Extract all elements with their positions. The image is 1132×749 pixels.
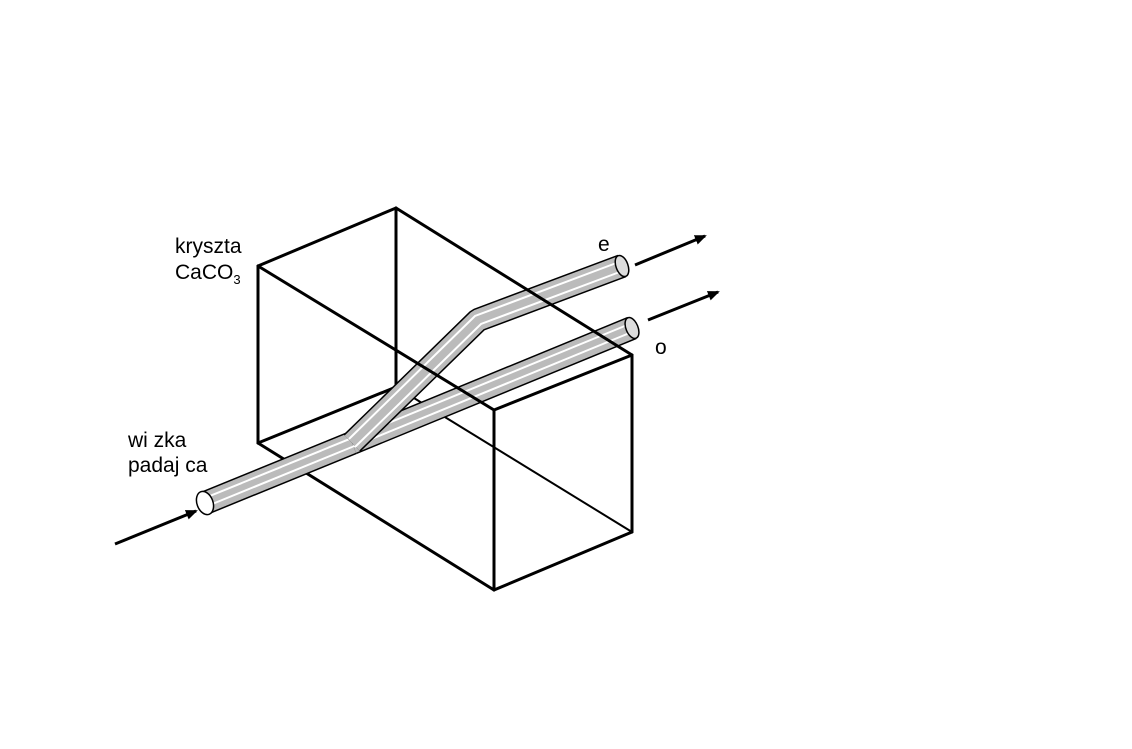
extraordinary-arrow [634,234,707,267]
incident-beam [200,431,357,515]
crystal-label-line2: CaCO3 [175,261,241,287]
incident-label-line2: padaj ca [128,454,208,477]
ordinary-label: o [655,336,667,359]
extraordinary-label: e [598,233,610,256]
crystal-label-line1: kryszta [175,235,242,258]
incident-label-line1: wi zka [127,429,187,452]
crystal-front-edges [256,206,634,592]
extraordinary-beam [343,254,630,452]
ordinary-beam [347,316,640,455]
incident-beam-end [195,490,215,516]
ordinary-arrow [647,290,720,322]
incident-arrow [114,509,198,546]
light-beams [195,254,640,516]
